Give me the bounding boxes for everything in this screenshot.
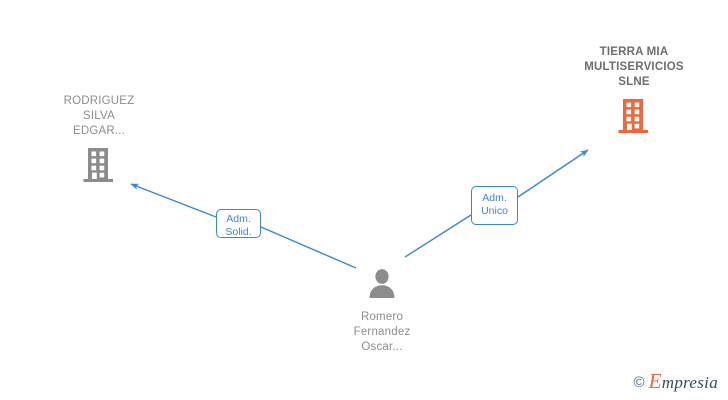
- edge-left-segment-upper: [130, 183, 217, 218]
- node-company-rodriguez-silva[interactable]: RODRIGUEZ SILVA EDGAR...: [39, 94, 159, 183]
- empresia-watermark: © Empresia: [633, 371, 718, 392]
- node-person-romero-fernandez[interactable]: Romero Fernandez Oscar...: [322, 268, 442, 355]
- edge-left-segment-lower: [260, 226, 357, 269]
- edge-right-segment-lower: [404, 214, 472, 258]
- building-icon: [82, 147, 116, 183]
- brand-rest: mpresia: [661, 373, 718, 392]
- building-icon: [617, 98, 651, 134]
- brand-logo-text: Empresia: [649, 371, 718, 392]
- node-label-company-left: RODRIGUEZ SILVA EDGAR...: [63, 95, 135, 137]
- node-label-person: Romero Fernandez Oscar...: [353, 311, 411, 353]
- person-icon: [365, 268, 399, 304]
- node-company-tierra-mia[interactable]: TIERRA MIA MULTISERVICIOS SLNE: [574, 45, 694, 134]
- node-label-company-right: TIERRA MIA MULTISERVICIOS SLNE: [584, 46, 684, 88]
- edge-label-adm-unico[interactable]: Adm. Unico: [471, 186, 518, 225]
- edge-label-adm-solid[interactable]: Adm. Solid.: [216, 209, 261, 238]
- brand-initial: E: [648, 369, 662, 393]
- copyright-icon: ©: [633, 373, 645, 391]
- edge-right-segment-upper: [517, 149, 589, 198]
